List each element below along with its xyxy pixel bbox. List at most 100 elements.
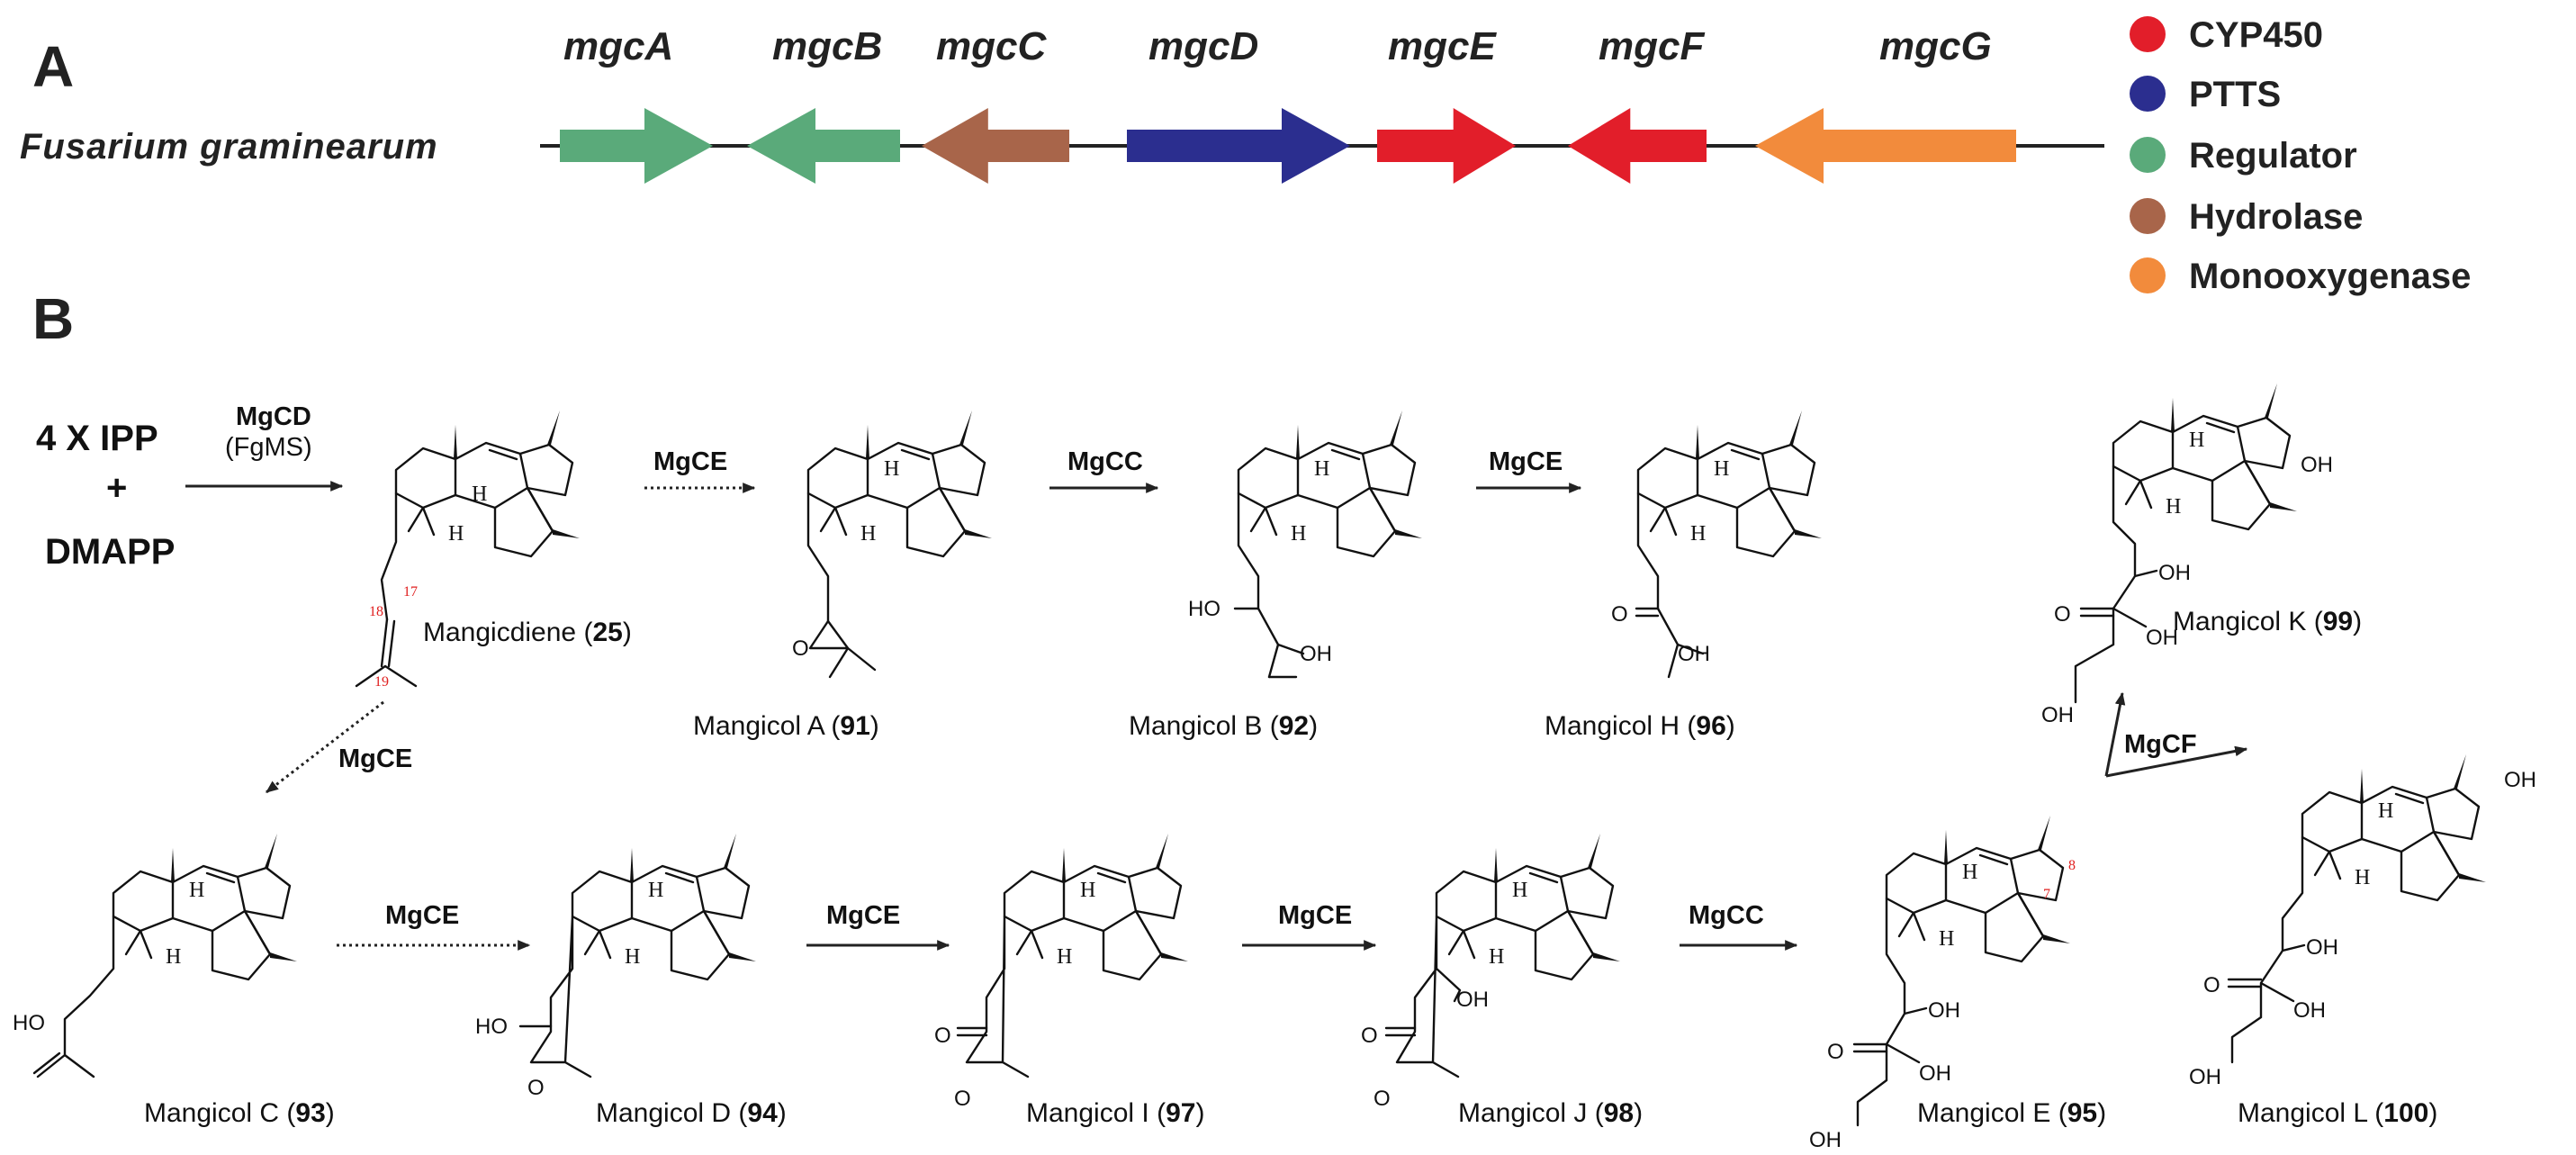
panel-a-label: A	[32, 34, 74, 99]
enzyme-label-mgce: MgCE	[1489, 447, 1563, 476]
epoxide-o: O	[1374, 1087, 1391, 1111]
reaction-arrow-mgcf-to-l	[2105, 745, 2248, 778]
hydroxyl-label: HO	[475, 1015, 508, 1039]
enzyme-label-mgce: MgCE	[826, 901, 900, 930]
reaction-arrow-mgcf-to-k	[2104, 691, 2126, 777]
compound-label-100: Mangicol L (100)	[2238, 1098, 2437, 1128]
hydroxyl-label: OH	[2306, 935, 2338, 960]
h-label: H	[189, 879, 204, 902]
gene-arrow-mgcg	[1755, 108, 2016, 184]
legend-swatch-regulator	[2130, 137, 2166, 173]
gene-arrows	[560, 108, 2016, 184]
structure-mangicol-i: H H O O Mangicol I (97)	[934, 832, 1204, 1128]
legend: CYP450 PTTS Regulator Hydrolase Monooxyg…	[2130, 15, 2471, 296]
hydroxyl-label: OH	[1300, 642, 1332, 666]
hydroxyl-label: OH	[1928, 998, 1960, 1023]
h-label: H	[2355, 866, 2370, 889]
structure-mangicol-h: H H O OH Mangicol H (96)	[1545, 409, 1824, 741]
legend-swatch-hydrolase	[2130, 198, 2166, 234]
hydroxyl-label: HO	[13, 1011, 45, 1035]
ketone-o: O	[1361, 1024, 1378, 1048]
gene-label-mgcb: mgcB	[772, 24, 882, 68]
compound-label-96: Mangicol H (96)	[1545, 711, 1735, 741]
enzyme-label-mgce: MgCE	[1278, 901, 1352, 930]
h-label: H	[1962, 861, 1977, 884]
h-label: H	[2189, 429, 2204, 452]
compound-label-25: Mangicdiene (25)	[423, 618, 632, 647]
ketone-o: O	[934, 1024, 951, 1048]
h-label: H	[1690, 522, 1706, 546]
panel-b-label: B	[32, 286, 74, 351]
compound-label-98: Mangicol J (98)	[1458, 1098, 1643, 1128]
compound-label-97: Mangicol I (97)	[1026, 1098, 1204, 1128]
h-label: H	[166, 945, 181, 969]
hydroxyl-label: OH	[2146, 626, 2178, 650]
h-label: H	[1939, 927, 1954, 951]
h-label: H	[1080, 879, 1095, 902]
h-label: H	[1057, 945, 1072, 969]
gene-arrow-mgcb	[747, 108, 900, 184]
enzyme-label-mgce: MgCE	[338, 744, 412, 773]
h-label: H	[2378, 799, 2393, 823]
structure-mangicol-e: H H 7 8 O OH OH OH Mangicol E (95)	[1809, 814, 2106, 1152]
h-label: H	[1314, 457, 1329, 481]
h-label: H	[648, 879, 663, 902]
h-label: H	[1714, 457, 1729, 481]
gene-label-mgce: mgcE	[1388, 24, 1497, 68]
hydroxyl-label: OH	[1456, 988, 1489, 1012]
enzyme-label-mgce: MgCE	[385, 901, 459, 930]
panel-b: B 4 X IPP + DMAPP MgCD (FgMS) H H 17 18 …	[13, 286, 2536, 1152]
enzyme-label-mgce: MgCE	[653, 447, 727, 476]
start-plus: +	[106, 468, 127, 508]
gene-arrow-mgca	[560, 108, 713, 184]
gene-arrow-mgcd	[1127, 108, 1350, 184]
panel-a: A Fusarium graminearum mgcA mgcB mgcC mg…	[20, 15, 2471, 296]
ketone-o: O	[2054, 602, 2071, 627]
gene-label-mgcd: mgcD	[1148, 24, 1258, 68]
gene-label-mgca: mgcA	[563, 24, 673, 68]
enzyme-label-mgcc: MgCC	[1067, 447, 1143, 476]
legend-swatch-ptts	[2130, 76, 2166, 112]
epoxide-o: O	[527, 1076, 545, 1100]
hydroxyl-label: HO	[1188, 597, 1220, 621]
legend-label-regulator: Regulator	[2189, 136, 2357, 176]
locant-7: 7	[2043, 887, 2050, 902]
enzyme-label-fgms: (FgMS)	[225, 433, 312, 462]
compound-label-94: Mangicol D (94)	[596, 1098, 787, 1128]
h-label: H	[625, 945, 640, 969]
compound-label-93: Mangicol C (93)	[144, 1098, 335, 1128]
compound-label-99: Mangicol K (99)	[2173, 607, 2362, 636]
ketone-o: O	[1611, 602, 1628, 627]
hydroxyl-label: OH	[1678, 642, 1710, 666]
h-label: H	[448, 522, 464, 546]
hydroxyl-label: OH	[2189, 1065, 2221, 1089]
h-label: H	[1489, 945, 1504, 969]
legend-label-ptts: PTTS	[2189, 75, 2281, 114]
gene-arrow-mgce	[1377, 108, 1516, 184]
start-ipp: 4 X IPP	[36, 419, 158, 458]
locant-18: 18	[369, 604, 383, 619]
locant-17: 17	[403, 584, 418, 600]
hydroxyl-label: OH	[2158, 561, 2191, 585]
gene-label-mgcg: mgcG	[1879, 24, 1992, 68]
structure-mangicol-d: H H HO O Mangicol D (94)	[475, 832, 787, 1128]
h-label: H	[860, 522, 876, 546]
legend-swatch-monooxygenase	[2130, 257, 2166, 293]
locant-8: 8	[2068, 858, 2076, 873]
hydroxyl-label: OH	[2504, 768, 2536, 792]
structure-mangicol-c: H H HO Mangicol C (93)	[13, 832, 335, 1128]
epoxide-o: O	[954, 1087, 971, 1111]
h-label: H	[1291, 522, 1306, 546]
structure-mangicol-a: H H O Mangicol A (91)	[693, 409, 994, 741]
legend-label-cyp450: CYP450	[2189, 15, 2323, 55]
compound-label-92: Mangicol B (92)	[1129, 711, 1318, 741]
legend-label-hydrolase: Hydrolase	[2189, 197, 2363, 237]
gene-arrow-mgcc	[922, 108, 1069, 184]
structure-mangicdiene: H H 17 18 19 Mangicdiene (25)	[355, 409, 632, 690]
hydroxyl-label: OH	[1919, 1061, 1951, 1086]
h-label: H	[472, 483, 487, 506]
hydroxyl-label: OH	[2301, 453, 2333, 477]
structure-mangicol-k: H H OH O OH OH OH Mangicol K (99)	[2041, 382, 2362, 727]
gene-arrow-mgcf	[1568, 108, 1707, 184]
start-dmapp: DMAPP	[45, 532, 175, 572]
